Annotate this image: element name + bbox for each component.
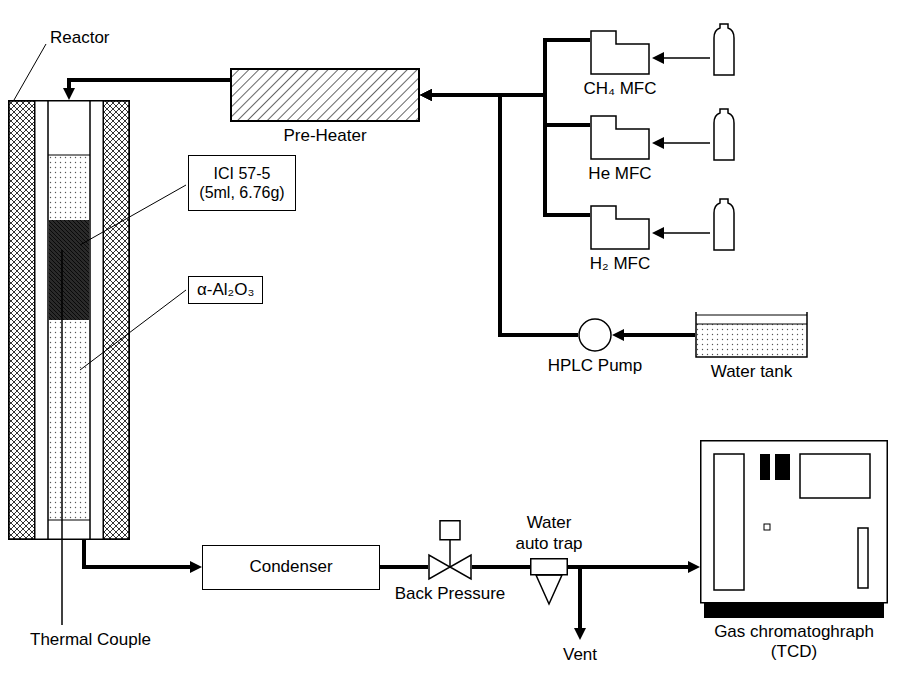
mass-flow-controller-shape	[590, 205, 650, 250]
packing-callout: α-Al₂O₃	[188, 276, 263, 304]
equipment-label: Reactor	[50, 28, 110, 48]
water-trap: Water auto trap	[530, 558, 568, 605]
equipment-label: Water tank	[711, 362, 793, 382]
sensor-label: Thermal Couple	[30, 630, 151, 650]
hplc-pump-shape	[578, 318, 612, 352]
water-tank: Water tank	[695, 312, 808, 358]
thermocouple-wire	[61, 540, 63, 625]
equipment-label: Water auto trap	[509, 513, 589, 554]
reactor-column-shape	[8, 100, 130, 540]
pipe-line	[432, 95, 590, 215]
equipment-label: Gas chromatoghraph (TCD)	[707, 622, 882, 663]
mass-flow-controller-shape	[590, 30, 650, 75]
condenser: Condenser	[202, 545, 380, 590]
mass-flow-controller-shape	[590, 115, 650, 160]
pipe-line	[624, 333, 695, 337]
equipment-label: ICI 57-5 (5ml, 6.76g)	[197, 164, 287, 202]
pipe-line	[568, 565, 688, 569]
equipment-label: Pre-Heater	[283, 126, 366, 146]
vent-arrow	[578, 567, 582, 628]
pipe-line	[69, 80, 230, 88]
pipe-line	[432, 95, 590, 125]
pipe-line	[432, 40, 590, 95]
pipe-line	[380, 565, 428, 569]
gas-chromatograph: Gas chromatoghraph (TCD)	[700, 440, 888, 618]
equipment-label: HPLC Pump	[548, 356, 642, 376]
reactor-column: Reactor	[8, 100, 130, 540]
pre-heater: Pre-Heater	[230, 68, 420, 122]
pipe-line	[84, 540, 190, 567]
mass-flow-controller: CH₄ MFC	[590, 30, 650, 75]
pipe-line	[432, 95, 578, 335]
gas-cylinders	[714, 24, 734, 250]
equipment-label: H₂ MFC	[590, 254, 650, 274]
water-tank-shape	[695, 312, 808, 358]
gas-feed-arrows	[664, 58, 710, 233]
back-pressure-valve-shape	[428, 520, 472, 580]
vent-label: Vent	[563, 645, 597, 665]
pre-heater-shape	[230, 68, 420, 122]
hplc-pump: HPLC Pump	[578, 318, 612, 352]
equipment-label: α-Al₂O₃	[197, 280, 254, 300]
equipment-label: He MFC	[588, 164, 651, 184]
mass-flow-controller: H₂ MFC	[590, 205, 650, 250]
equipment-label: Back Pressure	[395, 584, 506, 604]
gas-chromatograph-shape	[700, 440, 888, 618]
back-pressure-valve: Back Pressure	[428, 520, 472, 580]
catalyst-callout: ICI 57-5 (5ml, 6.76g)	[188, 155, 296, 211]
water-trap-shape	[530, 558, 568, 605]
equipment-label: CH₄ MFC	[583, 79, 656, 99]
equipment-label: Condenser	[249, 557, 332, 577]
pipe-line	[472, 565, 530, 569]
mass-flow-controller: He MFC	[590, 115, 650, 160]
